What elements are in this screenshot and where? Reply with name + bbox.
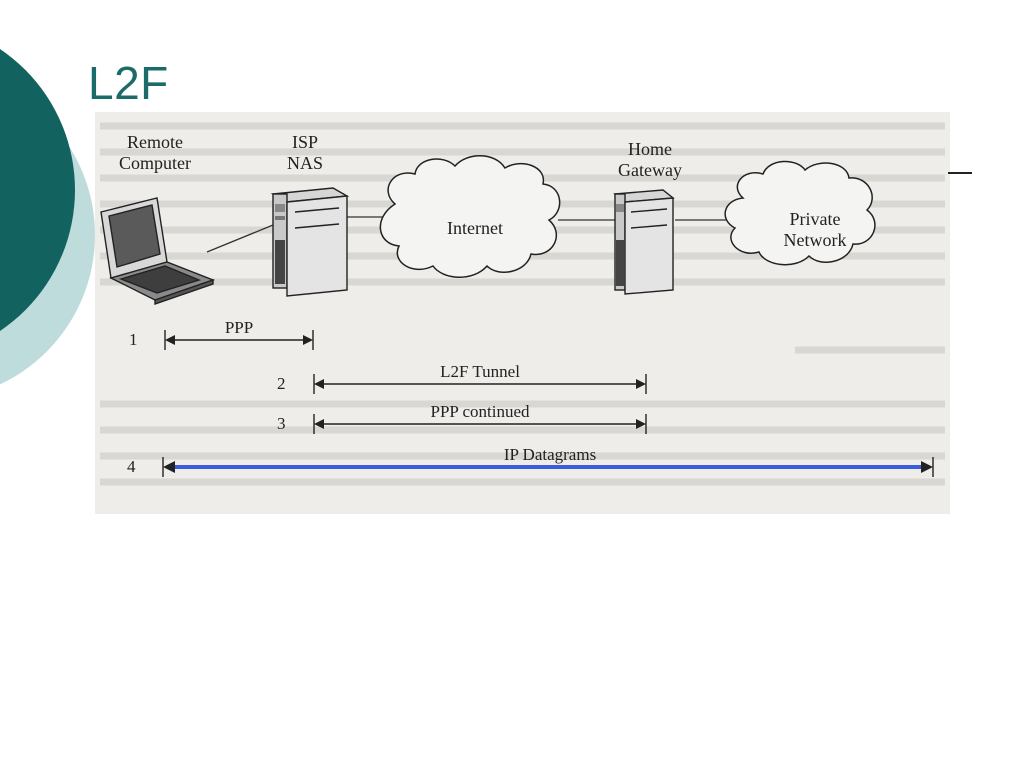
ppp-continued-arrow: [313, 414, 647, 434]
step-number: 4: [127, 457, 136, 476]
decor-circle-dark: [0, 49, 75, 331]
step-number: 2: [277, 374, 286, 393]
internet-cloud-icon: [379, 155, 561, 278]
faint-background-text: [100, 122, 945, 486]
step-number: 3: [277, 414, 286, 433]
ppp-arrow: [164, 330, 314, 350]
internet-label: Internet: [447, 218, 503, 238]
l2f-tunnel-arrow: [313, 374, 647, 394]
slide-title: L2F: [88, 57, 169, 109]
isp-nas-label: ISP NAS: [286, 132, 323, 173]
step-number: 1: [129, 330, 138, 349]
home-gateway-label: Home Gateway: [618, 139, 682, 180]
diagram-graphics: [100, 122, 945, 486]
isp-nas-server-icon: [270, 187, 350, 297]
connection-lines: [206, 216, 727, 253]
dash-mark: [948, 172, 972, 174]
laptop-icon: [100, 197, 216, 305]
step-label: L2F Tunnel: [440, 362, 520, 381]
remote-computer-label: Remote Computer: [119, 132, 191, 173]
private-network-label: Private Network: [783, 209, 847, 250]
decor-circle-light: [0, 85, 95, 385]
ip-datagrams-arrow: [162, 457, 934, 477]
home-gateway-server-icon: [613, 189, 675, 295]
step-label: IP Datagrams: [503, 445, 597, 464]
private-network-cloud-icon: [724, 160, 876, 266]
step-label: PPP continued: [430, 402, 530, 421]
step-label: PPP: [224, 318, 254, 337]
l2f-diagram: Remote Computer ISP NAS Internet Home Ga…: [95, 112, 950, 514]
